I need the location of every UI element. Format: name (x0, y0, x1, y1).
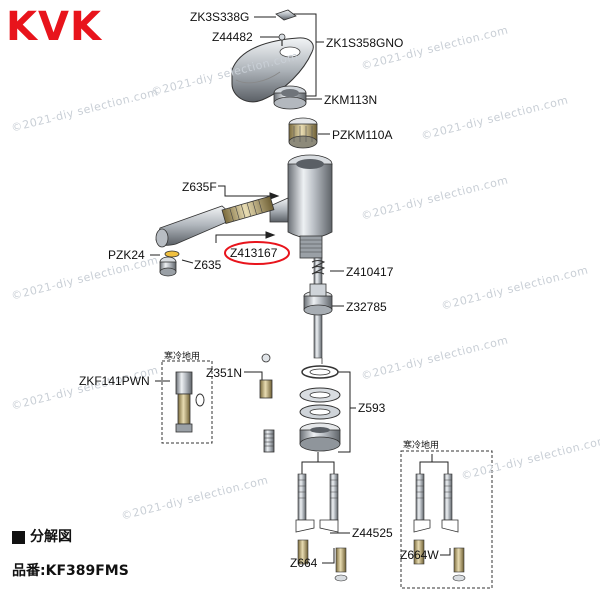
cap-part (275, 9, 297, 21)
cartridge-part (288, 117, 318, 149)
part-label-z351n: Z351N (206, 366, 243, 380)
shower-head-part (155, 195, 275, 248)
faucet-body-part (269, 154, 333, 359)
cold-region-box-right (400, 450, 493, 589)
holder-part (303, 283, 333, 316)
aerator-part (159, 256, 177, 277)
part-label-z635f: Z635F (182, 180, 217, 194)
part-label-z413167: Z413167 (230, 246, 278, 260)
part-label-z664w: Z664W (400, 548, 439, 562)
lever-handle-part (231, 37, 314, 103)
screw-part (278, 33, 286, 46)
fitting-part (259, 353, 275, 453)
footer-bullet-icon (12, 531, 25, 544)
part-label-zk1s358gno: ZK1S358GNO (326, 36, 404, 50)
part-label-z44525: Z44525 (352, 526, 393, 540)
cold-region-hose-part (413, 473, 466, 582)
part-label-pzk24: PZK24 (108, 248, 145, 262)
cold-region-label: 寒冷地用 (164, 352, 201, 362)
part-label-z593: Z593 (358, 401, 386, 415)
part-label-pzkm110a: PZKM110A (332, 128, 393, 142)
washer-part (164, 250, 180, 258)
brand-logo: KVK (6, 4, 102, 50)
cold-region-label: 寒冷地用 (403, 441, 440, 451)
model-number: 品番:KF389FMS (12, 563, 129, 579)
part-label-z635: Z635 (194, 258, 222, 272)
part-label-z664: Z664 (290, 556, 318, 570)
drain-valve-part (175, 371, 205, 433)
highlight-circle (224, 241, 290, 265)
spring-part (311, 260, 326, 275)
part-label-z44482: Z44482 (212, 30, 253, 44)
cold-region-box-left (161, 360, 213, 444)
supply-hose-part (295, 473, 348, 582)
part-label-z410417: Z410417 (346, 265, 394, 279)
diagram-caption: 分解図 (30, 529, 72, 545)
part-label-zkf141pwn: ZKF141PWN (79, 374, 150, 388)
mounting-kit-part (299, 358, 341, 452)
ring-nut-part (273, 85, 307, 110)
part-label-zk3s338g: ZK3S338G (190, 10, 250, 24)
part-label-zkm113n: ZKM113N (324, 93, 378, 107)
part-label-z32785: Z32785 (346, 300, 387, 314)
